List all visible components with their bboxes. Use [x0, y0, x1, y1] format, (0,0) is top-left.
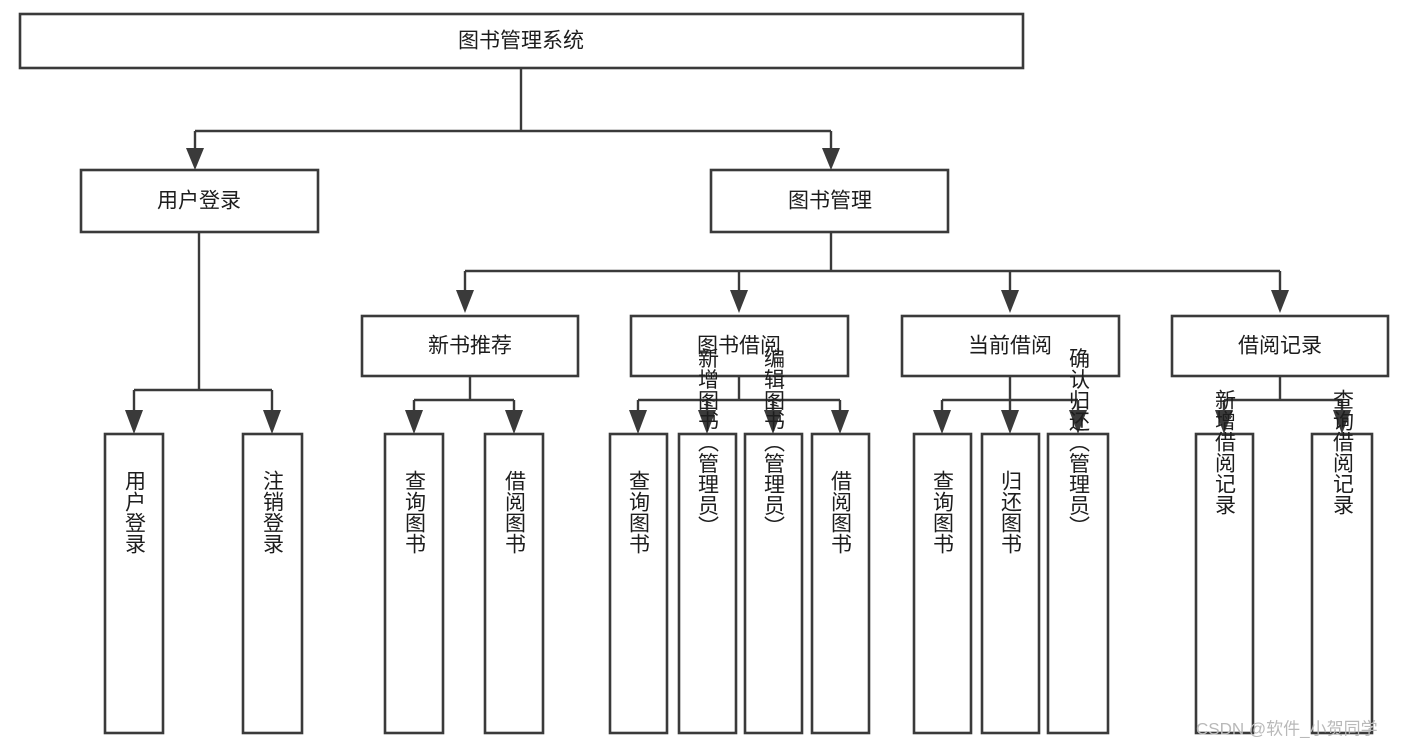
connector-borrow-record-branch: [1222, 377, 1344, 412]
node-leaf-add-record[interactable]: 新增借阅记录: [1194, 389, 1255, 735]
node-leaf-add-record-label: 新增借阅记录: [1213, 389, 1237, 515]
arrowhead-book-manage: [822, 148, 840, 170]
node-leaf-edit-book-label: 编辑图书（管理员）: [762, 348, 786, 537]
connector-book-manage-branch: [463, 232, 1282, 292]
node-leaf-borrow-book-2-label: 借阅图书: [829, 470, 853, 554]
node-current-borrow-label: 当前借阅: [968, 335, 1052, 358]
node-leaf-query-book-2-box[interactable]: [608, 432, 669, 735]
connector-group-root-to-level2: [186, 68, 840, 170]
node-book-manage-label: 图书管理: [788, 190, 872, 213]
node-leaf-edit-book-box[interactable]: [743, 432, 804, 735]
node-leaf-query-record-box[interactable]: [1310, 432, 1374, 735]
node-book-borrow-label: 图书借阅: [697, 335, 781, 358]
arrowhead-leaf-query-book-1: [405, 410, 423, 434]
connector-new-book-recommend-branch: [412, 377, 516, 412]
connector-book-borrow-branch: [636, 377, 842, 412]
connector-group-userlogin-to-leaves: [125, 232, 281, 434]
node-leaf-add-book[interactable]: 新增图书（管理员）: [677, 348, 738, 735]
connector-group-newbook-to-leaves: [405, 377, 523, 434]
node-current-borrow[interactable]: 当前借阅: [900, 314, 1121, 378]
node-leaf-edit-book[interactable]: 编辑图书（管理员）: [743, 348, 804, 735]
node-leaf-borrow-book-2[interactable]: 借阅图书: [810, 432, 871, 735]
node-leaf-confirm-return[interactable]: 确认归还（管理员）: [1046, 348, 1110, 735]
node-leaf-query-book-2-label: 查询图书: [627, 470, 651, 554]
node-user-login[interactable]: 用户登录: [79, 168, 320, 234]
node-root[interactable]: 图书管理系统: [18, 12, 1025, 70]
node-leaf-user-login[interactable]: 用户登录: [103, 432, 165, 735]
node-book-borrow-box[interactable]: [629, 314, 850, 378]
arrowhead-leaf-query-book-2: [629, 410, 647, 434]
node-book-borrow[interactable]: 图书借阅: [629, 314, 850, 378]
arrowhead-leaf-edit-book: [764, 410, 782, 434]
arrowhead-leaf-add-record: [1215, 410, 1233, 434]
node-current-borrow-box[interactable]: [900, 314, 1121, 378]
node-book-manage-box[interactable]: [709, 168, 950, 234]
node-leaf-query-book-1-box[interactable]: [383, 432, 445, 735]
node-leaf-user-login-box[interactable]: [103, 432, 165, 735]
arrowhead-leaf-user-login: [125, 410, 143, 434]
node-leaf-confirm-return-box[interactable]: [1046, 432, 1110, 735]
node-leaf-borrow-book-2-box[interactable]: [810, 432, 871, 735]
node-leaf-confirm-return-label: 确认归还（管理员）: [1067, 348, 1091, 537]
node-leaf-query-record[interactable]: 查询借阅记录: [1310, 389, 1374, 735]
node-leaf-user-logout-box[interactable]: [241, 432, 304, 735]
node-new-book-recommend[interactable]: 新书推荐: [360, 314, 580, 378]
arrowhead-leaf-query-book-3: [933, 410, 951, 434]
arrowhead-new-book-recommend: [456, 290, 474, 313]
node-user-login-label: 用户登录: [157, 190, 241, 213]
connector-current-borrow-branch: [940, 377, 1080, 412]
node-leaf-query-book-3-label: 查询图书: [931, 470, 955, 554]
connector-group-bookborrow-to-leaves: [629, 377, 849, 434]
node-root-box[interactable]: [18, 12, 1025, 70]
node-root-label: 图书管理系统: [458, 30, 584, 53]
node-new-book-recommend-label: 新书推荐: [428, 335, 512, 358]
connector-group-currentborrow-to-leaves: [933, 377, 1087, 434]
node-leaf-add-record-box[interactable]: [1194, 432, 1255, 735]
node-user-login-box[interactable]: [79, 168, 320, 234]
node-book-manage[interactable]: 图书管理: [709, 168, 950, 234]
node-leaf-add-book-box[interactable]: [677, 432, 738, 735]
arrowhead-current-borrow: [1001, 290, 1019, 313]
node-leaf-borrow-book-1-label: 借阅图书: [503, 470, 527, 554]
connector-group-bookmanage-to-level3: [456, 232, 1289, 313]
node-leaf-user-login-label: 用户登录: [123, 470, 147, 554]
arrowhead-leaf-borrow-book-1: [505, 410, 523, 434]
connector-user-login-branch: [132, 232, 274, 412]
connector-group-borrowrecord-to-leaves: [1215, 377, 1351, 434]
node-leaf-borrow-book-1[interactable]: 借阅图书: [483, 432, 545, 735]
node-borrow-record-label: 借阅记录: [1238, 335, 1322, 358]
arrowhead-leaf-confirm-return: [1069, 410, 1087, 434]
node-leaf-return-book[interactable]: 归还图书: [980, 432, 1041, 735]
watermark-label: CSDN @软件_小贺同学: [1196, 719, 1378, 738]
node-leaf-query-book-3[interactable]: 查询图书: [912, 432, 973, 735]
arrowhead-leaf-add-book: [698, 410, 716, 434]
node-borrow-record[interactable]: 借阅记录: [1170, 314, 1390, 378]
node-borrow-record-box[interactable]: [1170, 314, 1390, 378]
arrowhead-borrow-record: [1271, 290, 1289, 313]
arrowhead-leaf-return-book: [1001, 410, 1019, 434]
node-new-book-recommend-box[interactable]: [360, 314, 580, 378]
node-leaf-user-logout-label: 注销登录: [261, 470, 285, 554]
node-leaf-user-logout[interactable]: 注销登录: [241, 432, 304, 735]
node-leaf-return-book-box[interactable]: [980, 432, 1041, 735]
node-leaf-add-book-label: 新增图书（管理员）: [696, 348, 720, 537]
arrowhead-book-borrow: [730, 290, 748, 313]
node-leaf-query-book-2[interactable]: 查询图书: [608, 432, 669, 735]
node-leaf-return-book-label: 归还图书: [999, 470, 1023, 554]
arrowhead-leaf-query-record: [1333, 410, 1351, 434]
arrowhead-user-login: [186, 148, 204, 170]
arrowhead-leaf-borrow-book-2: [831, 410, 849, 434]
node-leaf-query-book-1-label: 查询图书: [403, 470, 427, 554]
node-leaf-borrow-book-1-box[interactable]: [483, 432, 545, 735]
node-leaf-query-record-label: 查询借阅记录: [1331, 389, 1355, 515]
node-leaf-query-book-3-box[interactable]: [912, 432, 973, 735]
node-leaf-query-book-1[interactable]: 查询图书: [383, 432, 445, 735]
arrowhead-leaf-user-logout: [263, 410, 281, 434]
connector-root-branch: [193, 68, 833, 150]
